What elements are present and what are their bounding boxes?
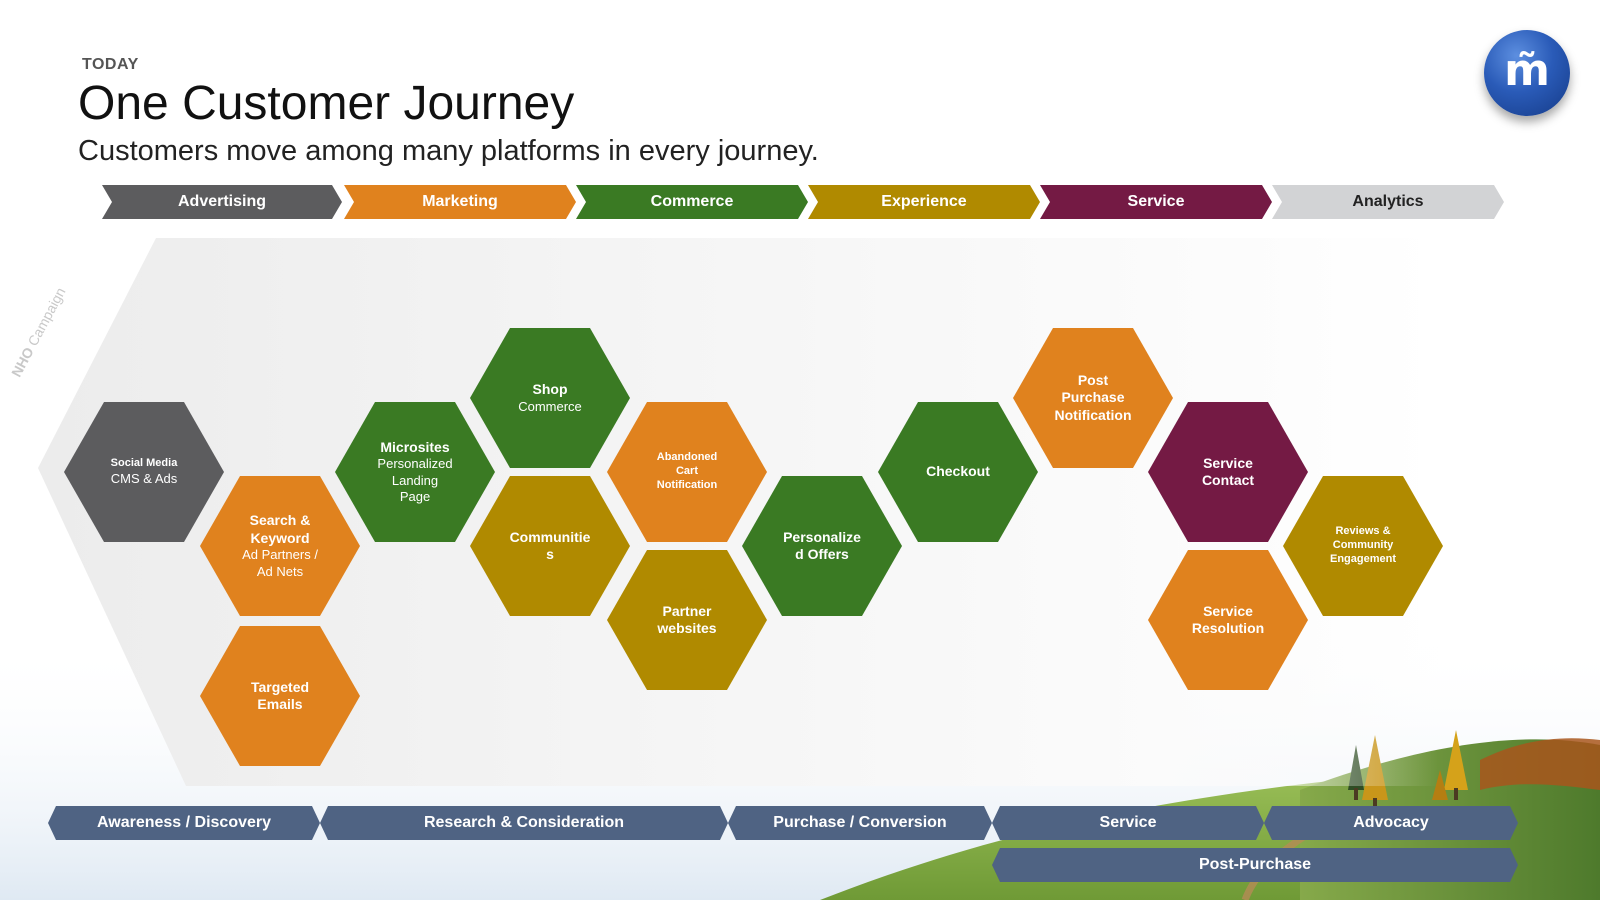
hex-title: Communitie s (509, 528, 591, 563)
phase-awareness-discovery: Awareness / Discovery (48, 806, 320, 840)
phase-advocacy: Advocacy (1264, 806, 1518, 840)
hex-title: Post Purchase Notification (1054, 371, 1132, 423)
hex-title: Microsites (380, 438, 450, 455)
hex-title: Service Contact (1201, 454, 1255, 489)
hex-subtitle: CMS & Ads (110, 470, 178, 486)
phase-research-consideration: Research & Consideration (320, 806, 728, 840)
hex-title: Shop (532, 381, 568, 398)
page-subtitle: Customers move among many platforms in e… (78, 135, 819, 167)
section-kicker: TODAY (82, 56, 139, 73)
stage-label: Analytics (1352, 193, 1424, 210)
phase-post-purchase: Post-Purchase (992, 848, 1518, 882)
hex-title: Social Media (110, 457, 178, 469)
stage-service: Service (1040, 185, 1272, 219)
brand-logo: m̃ (1484, 30, 1570, 116)
hex-title: Abandoned Cart Notification (656, 451, 718, 491)
phase-label: Post-Purchase (1198, 856, 1312, 873)
phase-purchase-conversion: Purchase / Conversion (728, 806, 992, 840)
stage-label: Service (1127, 193, 1185, 210)
phase-service: Service (992, 806, 1264, 840)
stage-advertising: Advertising (102, 185, 342, 219)
stage-label: Experience (881, 193, 967, 210)
stage-label: Commerce (650, 193, 734, 210)
hex-subtitle: Ad Partners / Ad Nets (242, 547, 318, 579)
hex-checkout: Checkout (878, 402, 1038, 542)
phase-label: Research & Consideration (423, 814, 625, 831)
stage-commerce: Commerce (576, 185, 808, 219)
hex-title: Personalize d Offers (783, 528, 861, 563)
phase-label: Purchase / Conversion (773, 814, 947, 831)
phase-label: Advocacy (1353, 814, 1429, 831)
hex-personalized-offers: Personalize d Offers (742, 476, 902, 616)
hex-title: Service Resolution (1191, 602, 1265, 637)
hex-subtitle: Commerce (518, 398, 582, 414)
hex-subtitle: Personalized Landing Page (377, 456, 453, 504)
hex-title: Reviews & Community Engagement (1329, 525, 1396, 565)
hex-title: Targeted Emails (250, 678, 310, 713)
phase-label: Service (1099, 814, 1157, 831)
hex-partner-websites: Partner websites (607, 550, 767, 690)
stage-experience: Experience (808, 185, 1040, 219)
hex-title: Search & Keyword (249, 512, 311, 546)
stage-label: Advertising (177, 193, 266, 210)
page-title: One Customer Journey (78, 77, 575, 130)
hex-title: Partner websites (657, 602, 717, 637)
phase-label: Awareness / Discovery (96, 814, 272, 831)
hex-title: Checkout (926, 463, 990, 480)
stage-analytics: Analytics (1272, 185, 1504, 219)
stage-label: Marketing (422, 193, 498, 210)
hex-abandoned-cart: Abandoned Cart Notification (607, 402, 767, 542)
stage-marketing: Marketing (344, 185, 576, 219)
